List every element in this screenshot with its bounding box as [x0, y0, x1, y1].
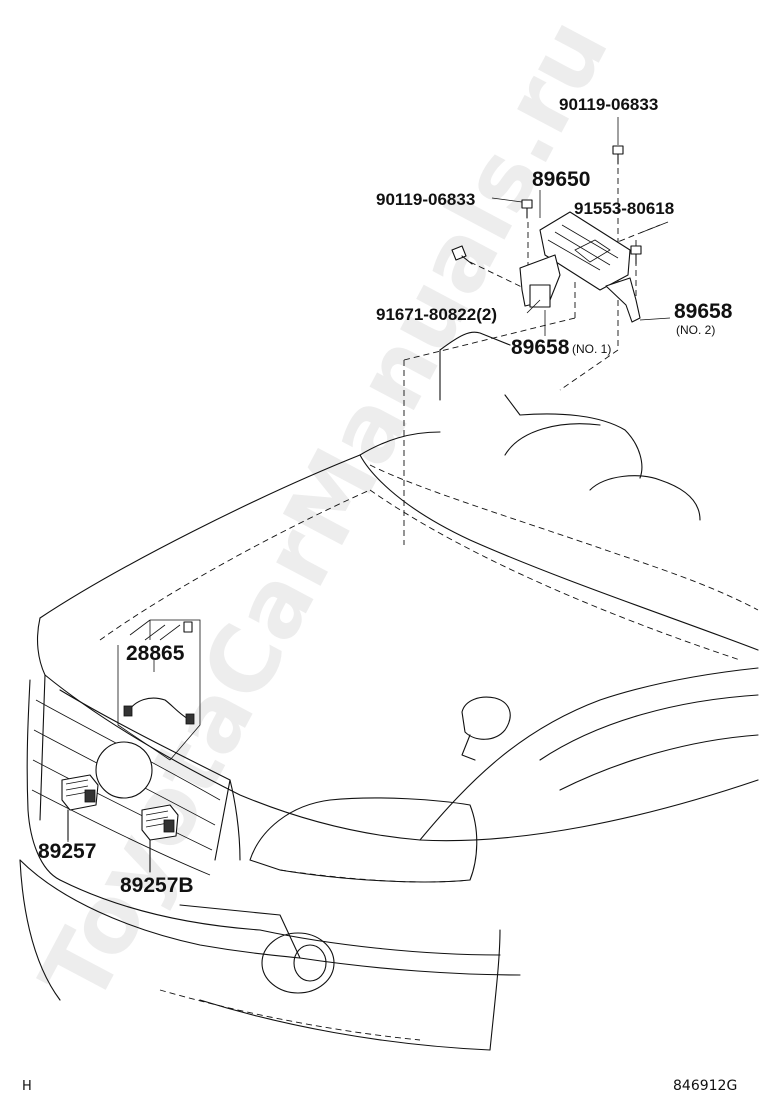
screw-right-part	[630, 245, 642, 265]
footer-left-code: H	[22, 1079, 32, 1094]
label-bolt-left: 90119-06833	[376, 190, 475, 209]
label-bolt-top: 90119-06833	[559, 95, 658, 114]
label-screw-right: 91553-80618	[574, 199, 674, 218]
front-sensor-b-part	[141, 804, 179, 873]
label-sensor-front-b: 89257B	[120, 874, 194, 897]
sensor-assembly	[403, 145, 661, 545]
label-sensor-front-a: 89257	[38, 840, 96, 863]
figure-id: 846912G	[673, 1078, 737, 1094]
front-sensor-a-part	[61, 774, 99, 841]
bolt-bracket-part	[451, 245, 473, 265]
label-harness: 28865	[126, 642, 185, 665]
label-bracket-no2: 89658	[674, 300, 733, 323]
label-bolt-bracket: 91671-80822(2)	[376, 305, 497, 324]
label-bracket-no1-note: (NO. 1)	[572, 342, 611, 356]
vehicle-outline	[19, 331, 759, 1051]
label-bracket-no1: 89658	[511, 336, 570, 359]
label-sensor: 89650	[532, 168, 590, 191]
bolt-left-part	[521, 199, 533, 219]
bolt-top-part	[612, 145, 624, 165]
watermark: ToyotaCarManuals.ru	[20, 2, 629, 1021]
label-bracket-no2-note: (NO. 2)	[676, 323, 715, 337]
harness-box	[117, 619, 201, 761]
leader-lines	[67, 117, 671, 842]
